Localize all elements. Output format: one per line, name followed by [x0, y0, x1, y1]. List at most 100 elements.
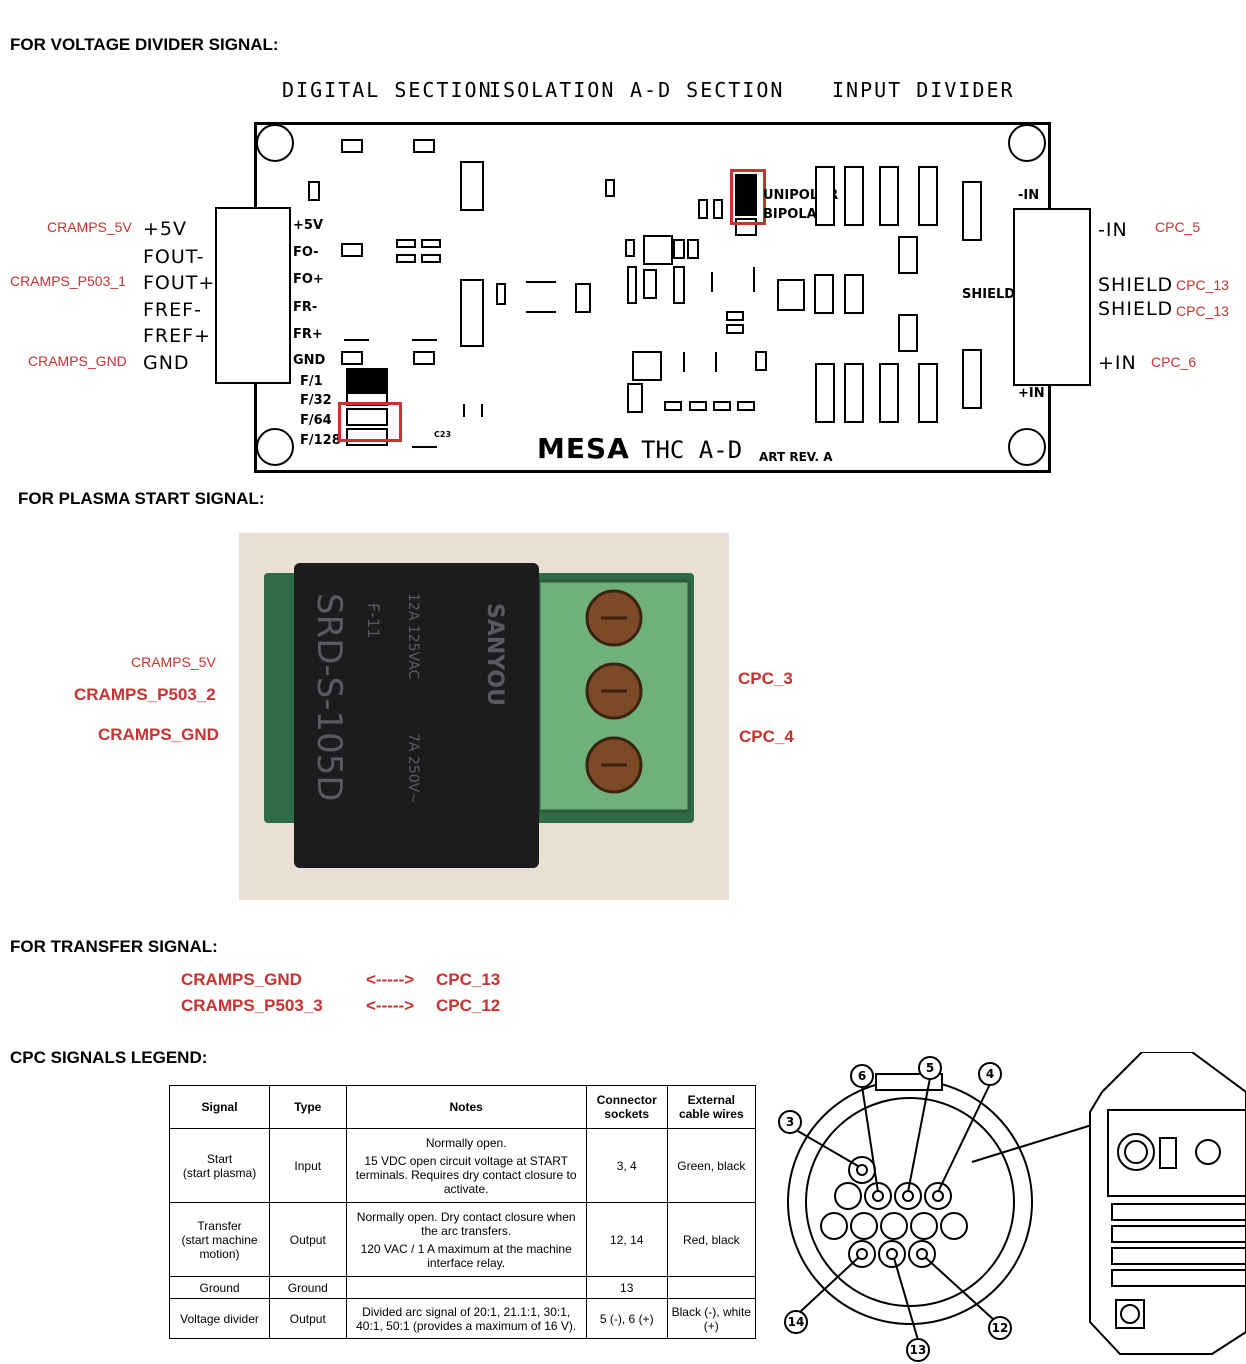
silk-fr-minus: FR- — [293, 300, 318, 315]
relay-module-image — [239, 533, 729, 900]
cell-notes: Normally open.15 VDC open circuit voltag… — [345, 1128, 587, 1203]
relay-label-cramps-gnd: CRAMPS_GND — [98, 725, 219, 744]
cell-type: Input — [269, 1128, 347, 1203]
silk-fr-plus: FR+ — [293, 327, 323, 342]
transfer-from: CRAMPS_GND — [181, 970, 302, 989]
pin-callout-14: 14 — [788, 1315, 805, 1329]
silk-minus-in: -IN — [1018, 188, 1040, 203]
header-notes: Notes — [345, 1085, 587, 1129]
pin-minus-in-label: -IN — [1098, 219, 1128, 241]
cell-sockets: 12, 14 — [585, 1202, 668, 1277]
silk-fo-minus: FO- — [293, 245, 319, 260]
pin-gnd-label: GND — [143, 352, 190, 374]
mounting-hole — [1008, 124, 1046, 162]
relay-label-cpc-3: CPC_3 — [738, 669, 793, 688]
plasma-unit-rear — [1089, 1052, 1246, 1355]
cell-wires: Red, black — [666, 1202, 757, 1277]
silk-5v: +5V — [293, 218, 323, 233]
silk-f1: F/1 — [300, 374, 323, 389]
relay-label-cramps-p503-2: CRAMPS_P503_2 — [74, 685, 216, 704]
mesa-logo: MESA — [537, 432, 630, 465]
cell-notes: Normally open. Dry contact closure when … — [345, 1202, 587, 1277]
pin-callout-5: 5 — [926, 1061, 934, 1075]
transfer-arrow: <-----> — [366, 996, 415, 1015]
relay-model-text: SRD-S-105D — [309, 593, 349, 802]
board-art-rev: ART REV. A — [759, 450, 833, 464]
relay-f11-text: F-11 — [364, 603, 383, 639]
silk-plus-in: +IN — [1018, 386, 1045, 401]
highlight-unipolar-box — [730, 169, 766, 225]
relay-label-cramps-5v: CRAMPS_5V — [131, 654, 216, 670]
wire-cramps-gnd: CRAMPS_GND — [28, 353, 127, 369]
svg-text:C23: C23 — [434, 430, 451, 439]
wire-cpc-5: CPC_5 — [1155, 219, 1201, 235]
pin-5v-label: +5V — [143, 218, 188, 240]
silk-gnd: GND — [293, 353, 326, 368]
transfer-heading: FOR TRANSFER SIGNAL: — [10, 937, 218, 956]
mounting-hole — [1008, 428, 1046, 466]
pin-callout-3: 3 — [786, 1115, 794, 1129]
cell-wires — [666, 1276, 757, 1299]
silk-f128: F/128 — [300, 433, 341, 448]
relay-label-cpc-4: CPC_4 — [739, 727, 794, 746]
header-sockets: Connector sockets — [585, 1085, 668, 1129]
jumper-f1 — [346, 368, 388, 392]
table-row: Transfer(start machine motion) Output No… — [168, 1202, 757, 1277]
cell-type: Ground — [269, 1276, 347, 1299]
cell-sockets: 5 (-), 6 (+) — [585, 1298, 668, 1339]
transfer-to: CPC_12 — [436, 996, 501, 1015]
silk-f32: F/32 — [300, 393, 332, 408]
cell-signal: Ground — [168, 1276, 271, 1299]
cell-signal: Voltage divider — [168, 1298, 271, 1339]
transfer-arrow: <-----> — [366, 970, 415, 989]
silk-fo-plus: FO+ — [293, 272, 324, 287]
pin-callout-13: 13 — [910, 1343, 927, 1357]
cell-type: Output — [269, 1298, 347, 1339]
cell-signal: Transfer(start machine motion) — [168, 1202, 271, 1277]
legend-heading: CPC SIGNALS LEGEND: — [10, 1048, 208, 1067]
mounting-hole — [256, 428, 294, 466]
wire-cpc-13: CPC_13 — [1176, 277, 1229, 293]
right-terminal-block — [1013, 208, 1091, 386]
cell-sockets: 13 — [585, 1276, 668, 1299]
silk-f64: F/64 — [300, 413, 332, 428]
table-header-row: Signal Type Notes Connector sockets Exte… — [168, 1085, 757, 1129]
cell-signal: Start(start plasma) — [168, 1128, 271, 1203]
digital-section-label: DIGITAL SECTION — [282, 78, 493, 102]
relay-brand-text: SANYOU — [482, 603, 507, 706]
voltage-divider-heading: FOR VOLTAGE DIVIDER SIGNAL: — [10, 35, 279, 54]
wire-cramps-5v: CRAMPS_5V — [47, 219, 132, 235]
relay-rating2-text: 7A 250V~ — [405, 733, 421, 804]
wire-cpc-13: CPC_13 — [1176, 303, 1229, 319]
cpc-connector-diagram: 6 5 4 3 14 13 12 — [778, 1052, 1246, 1362]
relay-photo: SRD-S-105D SANYOU F-11 12A 125VAC 7A 250… — [239, 533, 729, 900]
ad-section-label: A-D SECTION — [630, 78, 785, 102]
pin-shield-label: SHIELD — [1098, 298, 1174, 320]
pin-plus-in-label: +IN — [1098, 352, 1137, 374]
board-title: THC A-D — [641, 436, 743, 464]
header-signal: Signal — [168, 1085, 271, 1129]
table-row: Ground Ground 13 — [168, 1276, 757, 1299]
cell-type: Output — [269, 1202, 347, 1277]
pin-callout-12: 12 — [992, 1321, 1009, 1335]
wire-cramps-p503-1: CRAMPS_P503_1 — [10, 273, 126, 289]
silk-bipolar: BIPOLAR — [763, 207, 827, 222]
mounting-hole — [256, 124, 294, 162]
transfer-to: CPC_13 — [436, 970, 501, 989]
cpc-signals-table: Signal Type Notes Connector sockets Exte… — [168, 1085, 757, 1339]
cell-sockets: 3, 4 — [585, 1128, 668, 1203]
cell-wires: Green, black — [666, 1128, 757, 1203]
table-row: Voltage divider Output Divided arc signa… — [168, 1298, 757, 1339]
pcb-components: C23 — [308, 139, 982, 448]
header-type: Type — [269, 1085, 347, 1129]
polarity-jumper — [735, 174, 757, 216]
pin-callout-6: 6 — [858, 1069, 866, 1083]
highlight-f64-box — [338, 402, 402, 442]
wire-cpc-6: CPC_6 — [1151, 354, 1197, 370]
cell-wires: Black (-), white (+) — [666, 1298, 757, 1339]
relay-rating1-text: 12A 125VAC — [405, 593, 421, 680]
table-row: Start(start plasma) Input Normally open.… — [168, 1128, 757, 1203]
header-wires: External cable wires — [666, 1085, 757, 1129]
silk-shield: SHIELD — [962, 287, 1016, 302]
pin-fref-minus-label: FREF- — [143, 299, 202, 321]
